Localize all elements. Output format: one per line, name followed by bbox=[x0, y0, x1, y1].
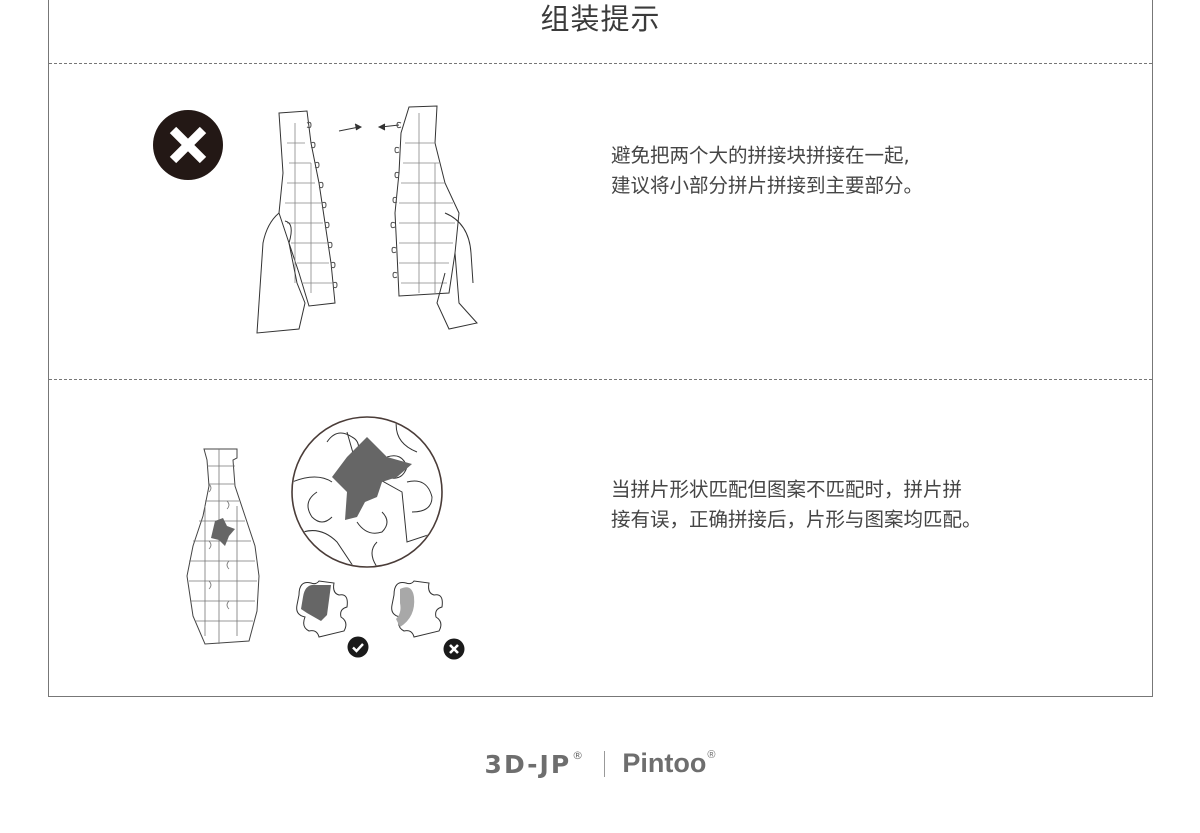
hands-joining-puzzle-halves-illustration bbox=[256, 105, 478, 334]
correct-piece-illustration bbox=[296, 580, 348, 638]
footer-logos: 3D-JP® Pintoo® bbox=[0, 748, 1200, 779]
x-circle-icon bbox=[443, 638, 465, 660]
tip-1-text: 避免把两个大的拼接块拼接在一起, 建议将小部分拼片拼接到主要部分。 bbox=[611, 141, 923, 201]
divider-dashed bbox=[49, 63, 1152, 64]
magnified-puzzle-detail bbox=[291, 416, 443, 568]
tip-2-line-2: 接有误，正确拼接后，片形与图案均匹配。 bbox=[611, 508, 982, 531]
x-circle-icon bbox=[153, 110, 223, 180]
tip-2-text: 当拼片形状匹配但图案不匹配时，拼片拼 接有误，正确拼接后，片形与图案均匹配。 bbox=[611, 475, 982, 535]
brand-logo-pintoo: Pintoo® bbox=[622, 748, 716, 778]
tip-1-line-1: 避免把两个大的拼接块拼接在一起, bbox=[611, 144, 910, 167]
vase-puzzle-illustration bbox=[186, 448, 260, 645]
tip-1-line-2: 建议将小部分拼片拼接到主要部分。 bbox=[611, 174, 924, 197]
page-title: 组装提示 bbox=[540, 2, 661, 36]
divider-dashed bbox=[49, 379, 1152, 380]
incorrect-piece-illustration bbox=[391, 580, 443, 638]
logo-separator bbox=[604, 750, 606, 777]
assembly-tips-frame: 组装提示 bbox=[48, 0, 1153, 697]
tip-2-line-1: 当拼片形状匹配但图案不匹配时，拼片拼 bbox=[611, 478, 963, 501]
brand-logo-3djp: 3D-JP® bbox=[484, 748, 586, 779]
check-circle-icon bbox=[347, 636, 369, 658]
